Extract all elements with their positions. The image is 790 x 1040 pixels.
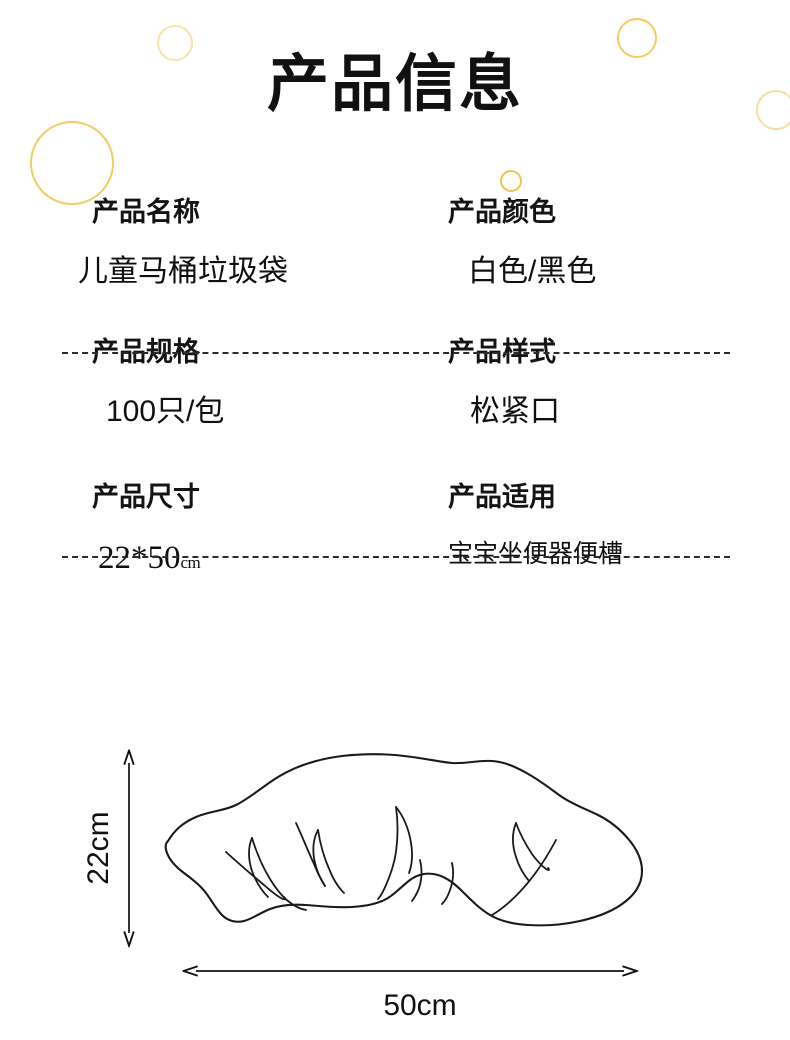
spec-label-product-usage: 产品适用 xyxy=(448,482,556,512)
spec-cell-product-spec: 产品规格 100只/包 xyxy=(0,336,420,481)
height-dimension-label: 22cm xyxy=(82,811,115,884)
spec-value-product-size-number: 22*50 xyxy=(98,540,181,577)
spec-value-product-usage: 宝宝坐便器便槽 xyxy=(448,540,624,569)
spec-row-1: 产品名称 儿童马桶垃圾袋 产品颜色 白色/黑色 xyxy=(0,196,790,336)
page-title: 产品信息 xyxy=(266,50,523,119)
spec-value-product-color: 白色/黑色 xyxy=(468,255,597,289)
width-dimension-label: 50cm xyxy=(383,989,456,1022)
circle-left-large-icon xyxy=(30,121,114,205)
page-title-wrapper: 产品信息 xyxy=(0,52,790,117)
bag-wrinkle-lines-icon xyxy=(225,806,557,916)
spec-row-2: 产品规格 100只/包 产品样式 松紧口 xyxy=(0,336,790,481)
spec-label-product-size: 产品尺寸 xyxy=(92,482,200,512)
spec-cell-product-style: 产品样式 松紧口 xyxy=(420,336,790,481)
spec-table: 产品名称 儿童马桶垃圾袋 产品颜色 白色/黑色 产品规格 100只/包 产品样式… xyxy=(0,196,790,611)
spec-cell-product-usage: 产品适用 宝宝坐便器便槽 xyxy=(420,481,790,611)
spec-cell-product-size: 产品尺寸 22*50cm xyxy=(0,481,420,611)
spec-label-product-color: 产品颜色 xyxy=(448,197,556,227)
spec-value-product-style: 松紧口 xyxy=(470,395,560,429)
bag-outline-icon xyxy=(164,753,644,927)
spec-cell-product-color: 产品颜色 白色/黑色 xyxy=(420,196,790,336)
spec-value-product-size-unit: cm xyxy=(180,553,201,573)
spec-label-product-name: 产品名称 xyxy=(92,197,200,227)
spec-value-product-size: 22*50cm xyxy=(78,539,420,579)
product-illustration: 22cm 50cm xyxy=(0,735,790,1040)
circle-center-small-icon xyxy=(500,170,522,192)
spec-cell-product-name: 产品名称 儿童马桶垃圾袋 xyxy=(0,196,420,336)
spec-value-product-name: 儿童马桶垃圾袋 xyxy=(78,255,288,289)
spec-divider-1 xyxy=(62,352,730,354)
spec-divider-2 xyxy=(62,556,730,558)
spec-value-product-spec: 100只/包 xyxy=(106,395,225,429)
spec-row-3: 产品尺寸 22*50cm 产品适用 宝宝坐便器便槽 xyxy=(0,481,790,611)
